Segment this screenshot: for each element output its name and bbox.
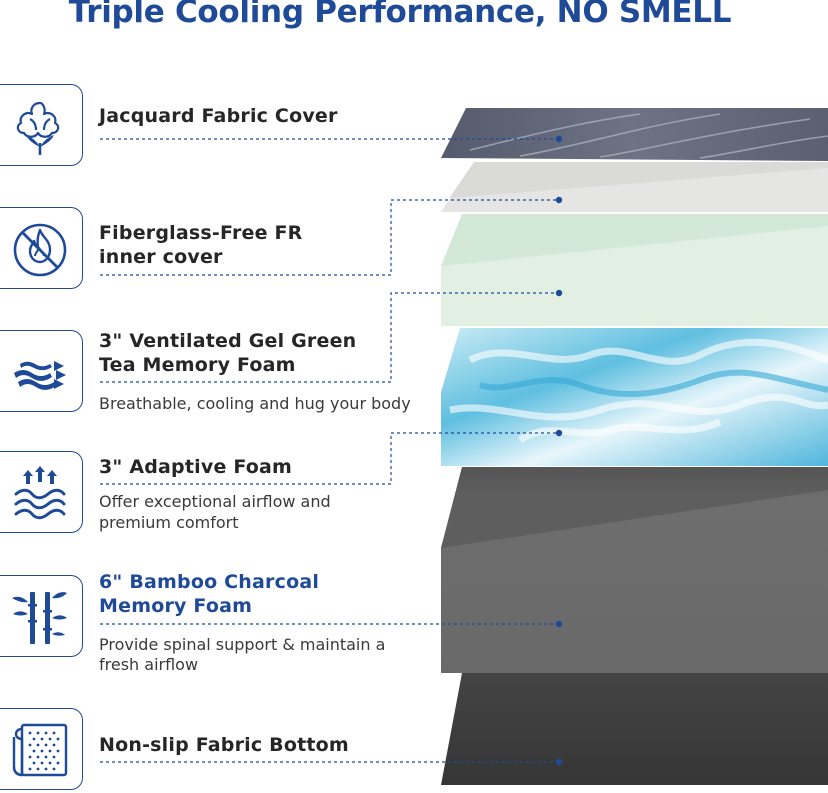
- bottom-fabric-layer: [441, 673, 828, 785]
- jacquard-cover-layer: [441, 108, 828, 161]
- non-slip-fabric-icon: [12, 723, 68, 777]
- layer-5-heading-line-2: Memory Foam: [99, 595, 253, 617]
- layer-icon-box-2: [0, 207, 83, 289]
- no-fire-icon: [13, 223, 67, 277]
- heat-wave-icon: [14, 466, 66, 520]
- cotton-icon: [16, 101, 60, 155]
- layer-icon-box-1: [0, 84, 83, 166]
- airflow-icon: [14, 361, 66, 390]
- layer-4-description-line-1: Offer exceptional airflow and: [99, 492, 331, 511]
- dot-pattern: [28, 731, 60, 771]
- layer-1-heading: Jacquard Fabric Cover: [99, 105, 338, 127]
- layer-3-description: Breathable, cooling and hug your body: [99, 394, 411, 413]
- layer-icon-box-4: [0, 451, 83, 533]
- layer-4-description-line-2: premium comfort: [99, 513, 239, 532]
- page-title: Triple Cooling Performance, NO SMELL: [68, 0, 732, 30]
- bamboo-icon: [12, 592, 67, 644]
- layer-icon-box-3: [0, 330, 83, 412]
- layer-6-heading: Non-slip Fabric Bottom: [99, 734, 349, 756]
- layer-icon-box-5: [0, 575, 83, 657]
- layer-icon-box-6: [0, 708, 83, 790]
- layer-5-description-line-1: Provide spinal support & maintain a: [99, 635, 386, 654]
- layer-5-heading-line-1: 6" Bamboo Charcoal: [99, 571, 320, 593]
- layer-5-description-line-2: fresh airflow: [99, 655, 199, 674]
